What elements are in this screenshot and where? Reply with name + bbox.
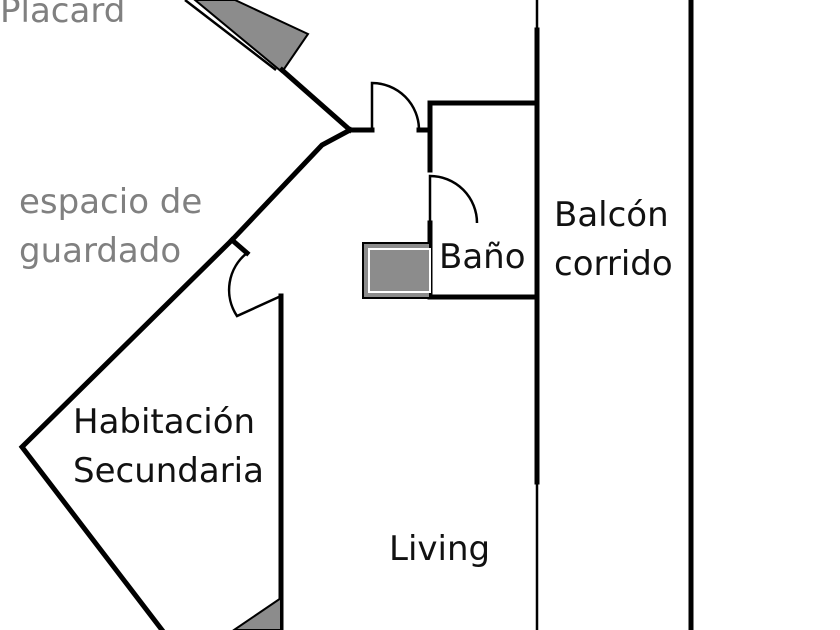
balcony-label-line1: Balcón — [554, 195, 669, 235]
bathroom-wall-top — [427, 100, 540, 173]
balcony-label-line2: corrido — [554, 244, 673, 284]
bedroom-door-stub — [228, 236, 251, 257]
living-label: Living — [389, 529, 491, 569]
hallway-wall-lower — [228, 126, 354, 244]
bathroom-vanity-inner — [368, 248, 431, 293]
bedroom-label-line1: Habitación — [73, 402, 256, 442]
storage-space-label-line2: guardado — [19, 231, 182, 271]
bedroom-closet — [232, 596, 282, 630]
entrance-door-swing-icon — [370, 81, 421, 131]
hallway-wall-upper — [278, 66, 354, 134]
bedroom-door-swing-icon — [227, 252, 282, 318]
storage-space-label-line1: espacio de — [19, 182, 203, 222]
bedroom-wall-outer — [18, 236, 236, 630]
bedroom-label-line2: Secundaria — [73, 451, 264, 491]
placard-label: Placard — [0, 0, 126, 31]
bathroom-label: Baño — [439, 237, 526, 277]
placard-closet — [193, 0, 310, 74]
placard-closet-edge — [184, 0, 277, 71]
bathroom-vanity — [362, 242, 431, 299]
bathroom-door-swing-icon — [428, 174, 479, 224]
